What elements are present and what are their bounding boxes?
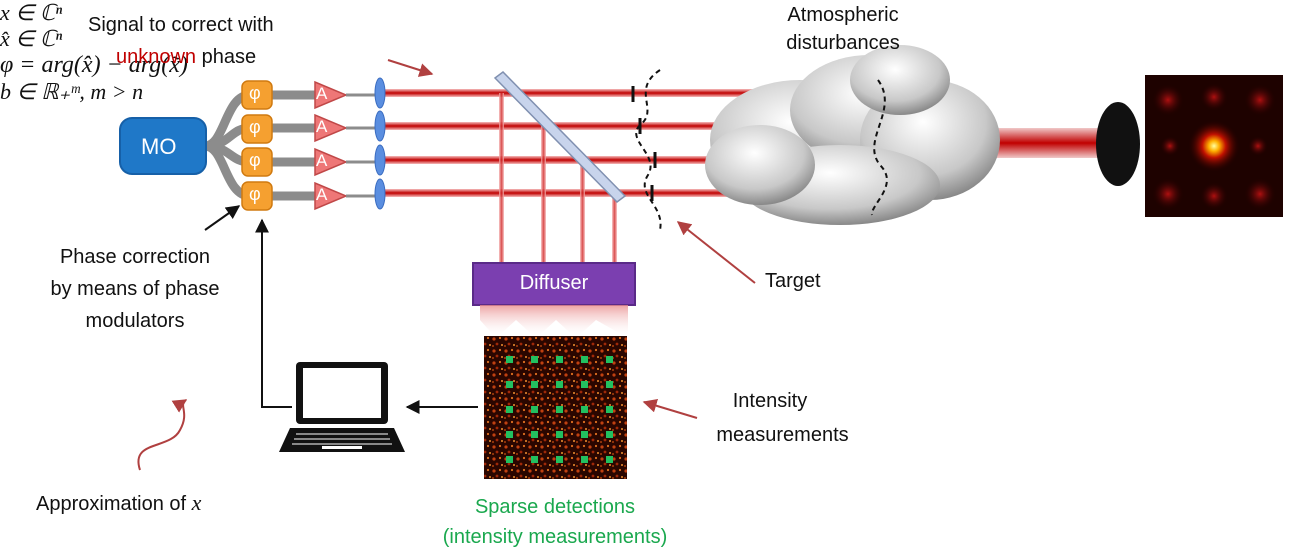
- intensity-label-line2: measurements: [716, 424, 849, 446]
- detector-point: [556, 406, 563, 413]
- atmos-label-line2: disturbances: [786, 32, 900, 54]
- approx-label: Approximation of x: [36, 490, 201, 516]
- phase-correction-arrow: [204, 205, 241, 231]
- detector-dots: [506, 356, 613, 463]
- sparse-label-line1: Sparse detections: [474, 496, 636, 518]
- signal-label-line2: unknown phase: [116, 46, 256, 69]
- diffuser-glow: [480, 305, 628, 338]
- detector-point: [506, 356, 513, 363]
- intensity-pointer-arrow: [642, 398, 698, 419]
- phase-formula: φ = arg(x̂) − arg(x̃): [0, 52, 188, 78]
- turbulence-line-2: [871, 79, 888, 216]
- detector-point: [606, 406, 613, 413]
- unknown-word: unknown: [116, 46, 197, 68]
- collimating-lenses: [374, 77, 386, 210]
- detector-point: [506, 456, 513, 463]
- phase-mod-label-1: φ: [249, 83, 261, 103]
- detector-point: [581, 431, 588, 438]
- phase-correction-line3: modulators: [85, 310, 185, 332]
- detector-point: [531, 381, 538, 388]
- phase-mod-label-4: φ: [249, 184, 261, 204]
- signal-label-line1: Signal to correct with: [88, 14, 274, 36]
- intensity-math: b ∈ ℝ₊ᵐ, m > n: [0, 79, 144, 104]
- detector-point: [531, 406, 538, 413]
- phase-mod-label-3: φ: [249, 150, 261, 170]
- speckle-pattern: [484, 336, 627, 479]
- phase-correction-line1: Phase correction: [59, 246, 211, 268]
- detector-point: [556, 431, 563, 438]
- reflected-beams: [499, 93, 617, 263]
- detector-point: [606, 381, 613, 388]
- laptop-icon: [279, 362, 405, 452]
- target-label: Target: [765, 270, 821, 292]
- beam-splitter: [493, 71, 627, 203]
- phase-ticks: [631, 86, 657, 201]
- atmos-label-line1: Atmospheric: [787, 4, 899, 26]
- phase-modulators: [241, 80, 273, 211]
- target-math: x̂ ∈ ℂⁿ: [0, 26, 63, 51]
- approx-pointer-arrow: [137, 399, 188, 471]
- detector-point: [606, 456, 613, 463]
- approx-math: x: [191, 490, 202, 515]
- amp-label-4: A: [316, 185, 328, 204]
- detector-point: [581, 456, 588, 463]
- amp-label-1: A: [316, 84, 328, 103]
- signal-pointer-arrow: [387, 59, 434, 77]
- turbulence-line-1: [635, 69, 662, 231]
- detector-point: [556, 356, 563, 363]
- amp-label-3: A: [316, 151, 328, 170]
- detector-point: [531, 431, 538, 438]
- laptop-to-modulator-arrow: [255, 218, 292, 408]
- phase-correction-line2: by means of phase: [50, 278, 220, 300]
- far-field-pattern: [1145, 75, 1283, 217]
- phase-word: phase: [201, 46, 257, 68]
- detector-point: [556, 381, 563, 388]
- detector-point: [506, 406, 513, 413]
- diffuser-label: Diffuser: [519, 272, 589, 294]
- diffuser-box: [472, 262, 636, 306]
- detector-point: [581, 406, 588, 413]
- horizontal-beams: [385, 89, 755, 197]
- mo-label: MO: [141, 134, 177, 159]
- approx-text: Approximation of: [36, 493, 187, 515]
- lens-icon: [1096, 102, 1140, 186]
- detector-point: [556, 456, 563, 463]
- detector-point: [531, 356, 538, 363]
- detector-point: [606, 356, 613, 363]
- mo-box: [119, 117, 207, 175]
- amp-label-2: A: [316, 117, 328, 136]
- detector-point: [506, 431, 513, 438]
- sparse-label-line2: (intensity measurements): [442, 526, 668, 548]
- signal-math: x ∈ ℂⁿ: [0, 0, 63, 25]
- fiber-branches: [200, 90, 325, 201]
- detector-point: [581, 356, 588, 363]
- detector-point: [506, 381, 513, 388]
- detector-point: [606, 431, 613, 438]
- amplifiers: [314, 80, 348, 211]
- detector-point: [581, 381, 588, 388]
- intensity-label-line1: Intensity: [732, 390, 808, 412]
- cloud-icon: [705, 45, 1000, 225]
- phase-mod-label-2: φ: [249, 117, 261, 137]
- detector-point: [531, 456, 538, 463]
- amp-to-lens-lines: [346, 93, 376, 198]
- target-pointer-arrow: [676, 221, 756, 284]
